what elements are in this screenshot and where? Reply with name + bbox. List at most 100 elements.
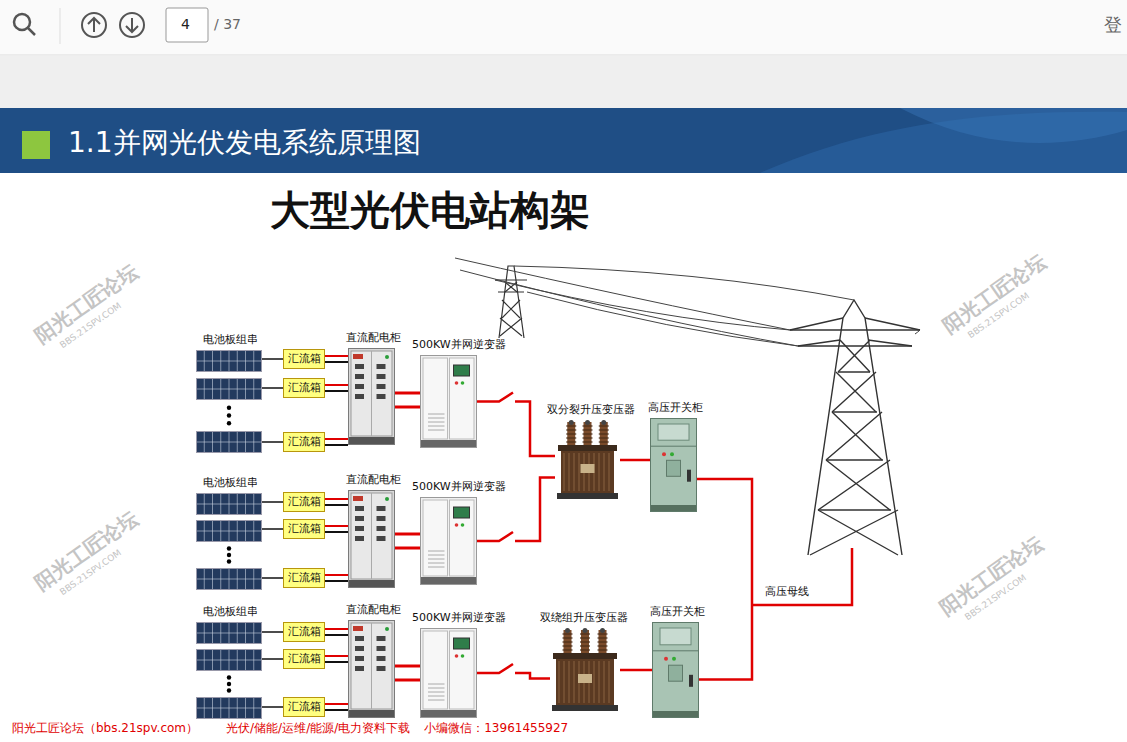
dc-cabinet-picture-part bbox=[385, 627, 389, 631]
panel-string-group-picture-part bbox=[197, 351, 262, 372]
dc-cabinet-picture-part bbox=[377, 666, 386, 671]
transformer-picture-part bbox=[566, 437, 576, 438]
switchgear-picture bbox=[650, 418, 697, 512]
transformer-picture-part bbox=[580, 637, 590, 638]
header-swoosh bbox=[900, 108, 1127, 143]
transformer-picture-part bbox=[601, 420, 606, 425]
transformer-picture-part bbox=[604, 661, 605, 703]
dc-cabinet-picture-part bbox=[349, 491, 395, 588]
inverter-picture-part bbox=[428, 559, 445, 560]
equipment-label: 电池板组串 bbox=[203, 605, 258, 619]
transformer-picture-part bbox=[580, 641, 590, 642]
switchgear-picture-part bbox=[689, 675, 693, 687]
dc-cabinet-picture-part bbox=[377, 656, 386, 661]
panel-string-group-picture-part bbox=[197, 521, 262, 542]
transformer-picture-part bbox=[581, 464, 595, 473]
inverter-picture-part bbox=[421, 710, 476, 717]
inverter-picture-part bbox=[450, 358, 475, 439]
transformer-picture-part bbox=[569, 453, 570, 491]
dc-cabinet-picture-part bbox=[355, 516, 364, 521]
equipment-label: 电池板组串 bbox=[203, 333, 258, 347]
dc-cabinet-picture-part bbox=[351, 623, 392, 709]
panel-string-group-picture bbox=[196, 493, 262, 590]
switchgear-picture-part bbox=[653, 623, 699, 718]
combiner-box: 汇流箱 bbox=[283, 697, 325, 717]
inverter: 500KW并网逆变器 bbox=[420, 497, 477, 585]
dc-cabinet-picture-part bbox=[377, 636, 386, 641]
power-line-part bbox=[495, 280, 790, 330]
big-tower-part bbox=[808, 300, 902, 555]
switchgear-picture-part bbox=[651, 419, 697, 512]
inverter-picture-part bbox=[428, 418, 445, 419]
inverter-picture-part bbox=[428, 700, 445, 701]
cable bbox=[325, 575, 348, 581]
inverter-picture bbox=[420, 497, 477, 585]
transformer: 双绕组升压变压器 bbox=[550, 628, 620, 712]
transformer-picture-part bbox=[598, 649, 608, 650]
cable bbox=[620, 670, 652, 671]
dc-cabinet-picture-part bbox=[349, 580, 394, 587]
switchgear: 高压开关柜 bbox=[650, 418, 697, 512]
transformer-picture-part bbox=[583, 437, 593, 438]
cable-line bbox=[395, 392, 420, 395]
panel-string-group-picture-part bbox=[227, 553, 231, 557]
cable bbox=[262, 707, 283, 708]
dc-cabinet-picture-part bbox=[351, 351, 392, 436]
switchgear-picture-part bbox=[653, 650, 698, 651]
box-label: 汇流箱 bbox=[288, 495, 321, 509]
big-tower-part bbox=[790, 330, 920, 346]
cable bbox=[325, 356, 348, 362]
transformer-picture-part bbox=[598, 637, 608, 638]
dc-cabinet-picture-part bbox=[355, 526, 364, 531]
dc-cabinet-picture-part bbox=[377, 374, 386, 379]
page-input bbox=[166, 8, 208, 42]
cable-line bbox=[395, 406, 420, 409]
cable-line bbox=[262, 441, 283, 443]
dc-cabinet-picture-part bbox=[353, 354, 363, 359]
inverter-picture-part bbox=[421, 498, 477, 585]
dc-cabinet-picture-part bbox=[349, 349, 395, 445]
inverter-picture-part bbox=[421, 356, 477, 448]
cable bbox=[395, 393, 420, 407]
cable bbox=[325, 499, 348, 505]
inverter: 500KW并网逆变器 bbox=[420, 628, 477, 718]
panel-string-group-picture-part bbox=[227, 421, 231, 425]
inverter-picture-part bbox=[455, 523, 459, 527]
panel-string-group-picture-part bbox=[197, 379, 262, 400]
big-tower-part bbox=[818, 372, 891, 510]
transformer-picture-part bbox=[599, 661, 600, 703]
panel-string-group-picture-part bbox=[197, 569, 262, 590]
transformer-picture-part bbox=[563, 641, 573, 642]
cable bbox=[325, 526, 348, 532]
transformer-picture-part bbox=[563, 637, 573, 638]
cable-line bbox=[325, 498, 348, 500]
box-label: 汇流箱 bbox=[288, 352, 321, 366]
cable-line bbox=[325, 525, 348, 527]
transformer-picture-part bbox=[563, 645, 573, 646]
viewer-gap bbox=[0, 56, 1127, 108]
transformer-picture bbox=[550, 628, 620, 712]
cable-line bbox=[262, 631, 283, 633]
panel-string-group-picture-part bbox=[197, 389, 261, 390]
switchgear-picture-part bbox=[670, 452, 674, 456]
inverter-picture-part bbox=[450, 500, 475, 576]
cable bbox=[325, 385, 348, 391]
switchgear-picture-part bbox=[658, 424, 689, 440]
cable bbox=[262, 529, 283, 530]
equipment-label: 500KW并网逆变器 bbox=[412, 338, 506, 352]
inverter-picture-part bbox=[428, 567, 445, 568]
transformer-picture-part bbox=[598, 645, 608, 646]
page-count: / 37 bbox=[214, 16, 241, 33]
cable-line bbox=[395, 547, 420, 550]
cable-line bbox=[325, 709, 348, 711]
inverter-picture-part bbox=[421, 577, 476, 584]
dc-cabinet-picture-part bbox=[377, 526, 386, 531]
transformer-picture-part bbox=[563, 649, 573, 650]
cable-line bbox=[620, 459, 650, 462]
inverter-picture-part bbox=[461, 654, 465, 658]
transformer-picture-part bbox=[585, 420, 590, 425]
cable-line bbox=[325, 628, 348, 630]
dc-cabinet-picture bbox=[348, 348, 395, 445]
toolbar-separator bbox=[60, 8, 61, 44]
equipment-label: 高压开关柜 bbox=[648, 401, 703, 415]
